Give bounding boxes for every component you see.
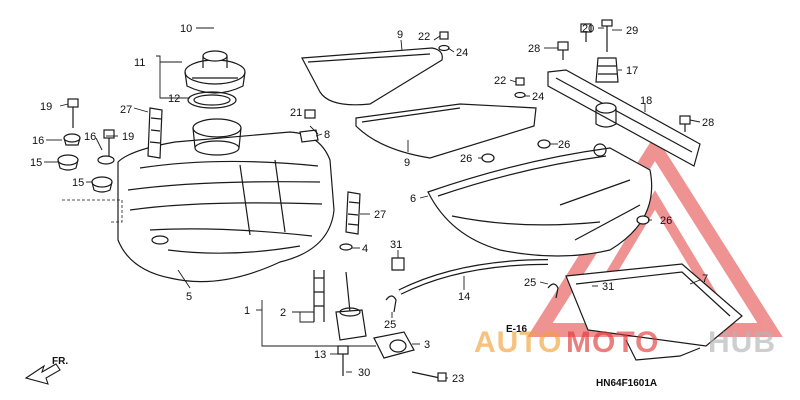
- watermark-text: AUTO MOTO HUB: [474, 326, 776, 359]
- callout-7: 7: [702, 273, 708, 285]
- washer-4: [339, 243, 353, 251]
- cover-pad-9-upper: [301, 47, 443, 106]
- breather-hose: [212, 14, 381, 47]
- callout-18: 18: [640, 95, 652, 107]
- callout-27-upper: 27: [120, 104, 132, 116]
- callout-1: 1: [244, 305, 250, 317]
- grommet-15-mid: [91, 176, 113, 193]
- rubber-strip-27-upper: [147, 107, 163, 159]
- grommet-15-left: [57, 154, 79, 171]
- callout-28-right: 28: [702, 117, 714, 129]
- rubber-mount-17: [595, 57, 619, 83]
- callout-27-lower: 27: [374, 209, 386, 221]
- callout-26-right: 26: [660, 215, 672, 227]
- callout-3: 3: [424, 339, 430, 351]
- fuel-hose-14: [398, 259, 549, 295]
- callout-9-lower: 9: [404, 157, 410, 169]
- callout-5: 5: [186, 291, 192, 303]
- reference-e16: E-16: [506, 324, 528, 335]
- callout-31-right: 31: [602, 281, 614, 293]
- front-arrow: FR.: [24, 356, 68, 385]
- callout-20: 20: [582, 23, 594, 35]
- callout-19-left: 19: [40, 101, 52, 113]
- callout-2: 2: [280, 307, 286, 319]
- bolt-13-30: [337, 345, 349, 376]
- callout-31-left: 31: [390, 239, 402, 251]
- callout-6: 6: [410, 193, 416, 205]
- callout-15-mid: 15: [72, 177, 84, 189]
- bolt-23: [411, 371, 447, 382]
- leader-lines: [44, 27, 701, 379]
- callout-17: 17: [626, 65, 638, 77]
- bracket-18: [547, 69, 701, 167]
- watermark-auto: AUTO: [474, 326, 562, 359]
- callout-25-right: 25: [524, 277, 536, 289]
- callout-24-upper: 24: [456, 47, 468, 59]
- callout-24-lower: 24: [532, 91, 544, 103]
- rubber-strip-27-lower: [345, 191, 361, 235]
- collar-16-left: [63, 133, 81, 146]
- callout-28-upper: 28: [528, 43, 540, 55]
- diagram-code: HN64F1601A: [596, 378, 657, 389]
- front-label: FR.: [52, 356, 68, 367]
- assembly-bracket-line: [261, 300, 376, 347]
- callout-22-lower: 22: [494, 75, 506, 87]
- callout-16-left: 16: [32, 135, 44, 147]
- fuel-cap: [184, 50, 246, 94]
- watermark-moto: MOTO: [566, 326, 659, 359]
- fuel-pump-3: [373, 331, 415, 359]
- callout-4: 4: [362, 243, 368, 255]
- bolt-29: [601, 19, 613, 52]
- callout-29: 29: [626, 25, 638, 37]
- clip-8: [299, 129, 319, 143]
- fuel-cock-assembly: [313, 270, 367, 341]
- guard-plate-7: [565, 263, 743, 361]
- callout-13: 13: [314, 349, 326, 361]
- callout-16-mid: 16: [84, 131, 96, 143]
- callout-12: 12: [168, 93, 180, 105]
- callout-19-mid: 19: [122, 131, 134, 143]
- callout-22-upper: 22: [418, 31, 430, 43]
- callout-15-left: 15: [30, 157, 42, 169]
- bolt-19-left: [67, 98, 79, 128]
- collar-16-mid: [97, 155, 115, 165]
- reference-label: E-16: [506, 324, 528, 335]
- cap-gasket: [187, 91, 237, 109]
- bolts-22-24: [438, 31, 526, 99]
- callout-30: 30: [358, 367, 370, 379]
- callout-21: 21: [290, 107, 302, 119]
- clip-25: [385, 283, 559, 313]
- tank-mount-outline: [62, 199, 123, 223]
- cover-pad-9-lower: [355, 103, 537, 159]
- callout-25-left: 25: [384, 319, 396, 331]
- callout-23: 23: [452, 373, 464, 385]
- callout-8: 8: [324, 129, 330, 141]
- callout-26-upper: 26: [558, 139, 570, 151]
- bolt-21: [304, 109, 316, 119]
- callout-14: 14: [458, 291, 470, 303]
- fuel-tank: [117, 118, 335, 283]
- callout-labels: 10 11 12 19 27 16 19 16 15 15 21 8 9 22 …: [30, 23, 714, 385]
- watermark-hub: HUB: [708, 326, 776, 359]
- callout-10: 10: [180, 23, 192, 35]
- callout-26-left: 26: [460, 153, 472, 165]
- undertray-6: [427, 143, 653, 257]
- callout-9-upper: 9: [397, 29, 403, 41]
- callout-11: 11: [134, 57, 145, 69]
- bolt-19-mid: [103, 129, 115, 156]
